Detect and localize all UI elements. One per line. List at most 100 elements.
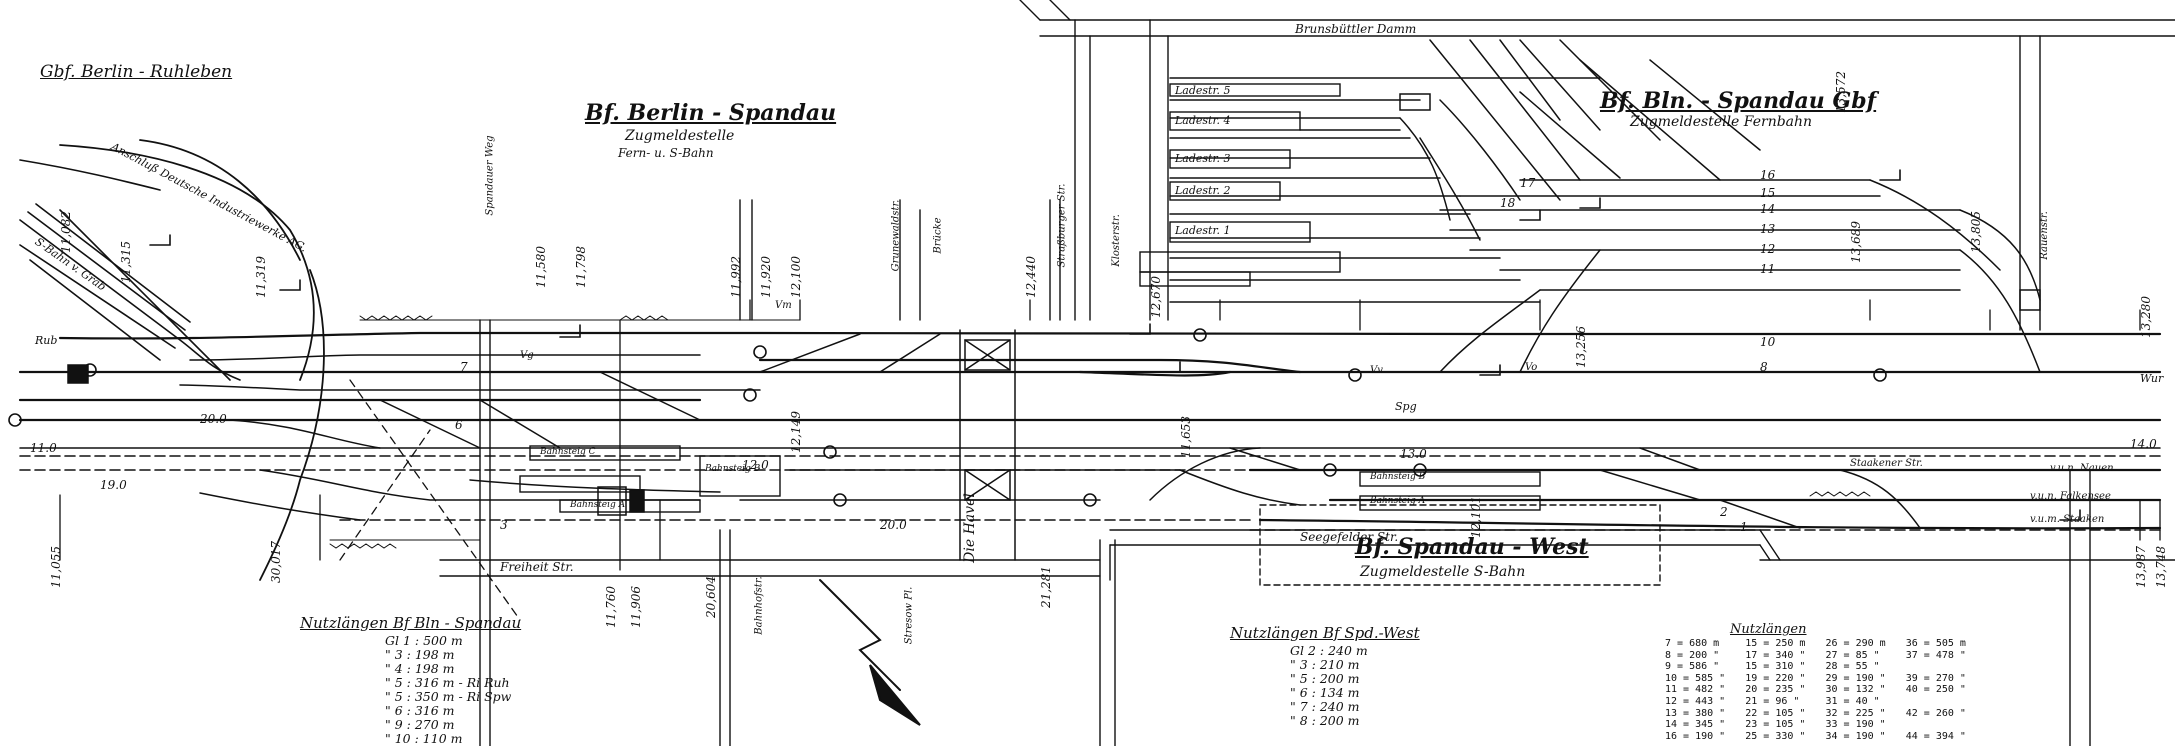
table-cell: 26 = 290 m [1825,638,1886,649]
platform-sp-a: Bahnsteig A [570,500,626,510]
track-number: 14 [1760,202,1776,216]
platform-sp-c: Bahnsteig C [540,447,596,457]
table-gbf: 7 = 680 m 8 = 200 " 9 = 586 " 10 = 585 "… [1665,638,1980,742]
km-label: 12,440 [1024,256,1038,298]
title-west: Bf. Spandau - West [1355,534,1589,560]
ladestrassen [1139,83,1341,287]
track-number: 19.0 [100,478,127,492]
table-cell: 15 = 250 m [1745,638,1806,649]
km-label: 11,760 [604,586,618,628]
north-arrow [819,579,921,726]
table-cell: 16 = 190 " [1665,730,1726,742]
signal-rub: Rub [35,334,58,347]
table-cell: 23 = 105 " [1745,719,1806,731]
table-cell: 36 = 505 m [1905,638,1966,649]
table-cell [1906,696,1966,708]
table-row: Gl 2 : 240 m [1290,643,1368,658]
table-row: " 5 : 350 m - Ri Spw [385,689,512,704]
ladestr-3: Ladestr. 3 [1175,152,1231,165]
dir-nauen: v.u.n. Nauen [2050,463,2114,474]
signal-markers [8,169,2081,521]
dir-staaken: v.u.m. Staaken [2030,514,2105,525]
km-label: 12,149 [789,411,803,453]
table-cell: 19 = 220 " [1745,672,1806,684]
street-kloster: Klosterstr. [1110,214,1122,267]
km-label: 11,992 [729,256,743,298]
table-cell: 31 = 40 " [1825,695,1880,707]
table-row: " 6 : 134 m [1290,685,1360,700]
km-label: 12,670 [1149,276,1163,318]
km-label: 11,315 [119,241,133,283]
signal-vg: Vg [520,350,534,361]
km-label: 13,572 [1834,71,1848,113]
street-freiheit: Freiheit Str. [500,560,574,574]
ladestr-5: Ladestr. 5 [1175,84,1231,97]
km-label: 11,580 [534,246,548,288]
table-cell: 9 = 586 " [1665,661,1720,673]
km-label: 11,920 [759,256,773,298]
table-cell: 22 = 105 " [1745,707,1806,719]
table-cell [1906,661,1966,673]
track-number: 2 [1720,505,1728,519]
table-west-title: Nutzlängen Bf Spd.-West [1230,624,1420,642]
table-cell: 8 = 200 " [1665,649,1720,661]
table-cell: 20 = 235 " [1745,684,1806,696]
title-west-sub: Zugmeldestelle S-Bahn [1360,564,1526,580]
table-cell: 40 = 250 " [1905,684,1966,696]
table-cell: 34 = 190 " [1825,730,1886,742]
track-number: 12 [1760,242,1776,256]
km-label: 13,280 [2139,296,2153,338]
buildings [67,93,2041,516]
track-number: 16 [1760,168,1776,182]
title-gbf: Bf. Bln. - Spandau Gbf [1600,88,1877,114]
table-row: " 4 : 198 m [385,661,455,676]
street-staakener: Staakener Str. [1850,458,1923,469]
table-cell: 21 = 96 " [1745,695,1800,707]
track-number: 11.0 [30,441,57,455]
table-cell: 39 = 270 " [1905,672,1966,684]
track-number: 10 [1760,335,1776,349]
streets [439,0,2175,746]
track-number: 12.0 [742,458,769,472]
table-cell: 28 = 55 " [1825,661,1880,673]
track-number: 6 [455,418,463,432]
platform-sp-b: Bahnsteig B [705,464,761,474]
table-row: " 5 : 316 m - Ri Ruh [385,675,510,690]
table-cell: 30 = 132 " [1825,684,1886,696]
street-grunewald: Grunewaldstr. [890,199,902,272]
track-number: 11 [1760,262,1776,276]
signal-spg: Spg [1395,400,1417,413]
track-number: 20.0 [200,412,227,426]
street-bruecke: Brücke [932,217,944,254]
table-cell: 42 = 260 " [1905,707,1966,719]
table-gbf-col: 36 = 505 m 37 = 478 " 39 = 270 " 40 = 25… [1906,638,1966,742]
table-west: Nutzlängen Bf Spd.-West Gl 2 : 240 m " 3… [1230,624,1420,728]
ladestr-1: Ladestr. 1 [1175,224,1231,237]
km-label: 13,689 [1849,221,1863,263]
km-label: 11,082 [59,211,73,253]
track-number: 13.0 [1400,447,1427,461]
table-row: " 10 : 110 m [385,731,463,746]
table-cell: 44 = 394 " [1905,730,1966,742]
table-cell: 12 = 443 " [1665,695,1726,707]
table-cell [1906,719,1966,731]
platform-w-a: Bahnsteig A [1370,496,1426,506]
anschluss-curve [59,139,325,581]
table-cell: 27 = 85 " [1825,649,1880,661]
track-number: 3 [500,518,508,532]
table-row: " 5 : 200 m [1290,671,1360,686]
ruhleben-diagonal-tracks [19,159,241,381]
table-cell: 13 = 380 " [1665,707,1726,719]
km-label: 20,604 [704,576,718,618]
km-label: 13,256 [1574,326,1588,368]
track-number: 17 [1520,176,1536,190]
table-row: " 9 : 270 m [385,717,455,732]
table-cell: 7 = 680 m [1665,638,1720,649]
table-row: " 7 : 240 m [1290,699,1360,714]
dir-falkensee: v.u.n. Falkensee [2030,491,2111,502]
table-gbf-col: 7 = 680 m 8 = 200 " 9 = 586 " 10 = 585 "… [1665,638,1725,742]
street-seegefelder: Seegefelder Str. [1300,530,1399,544]
platform-w-b: Bahnsteig B [1370,472,1426,482]
title-spandau: Bf. Berlin - Spandau [585,100,837,126]
